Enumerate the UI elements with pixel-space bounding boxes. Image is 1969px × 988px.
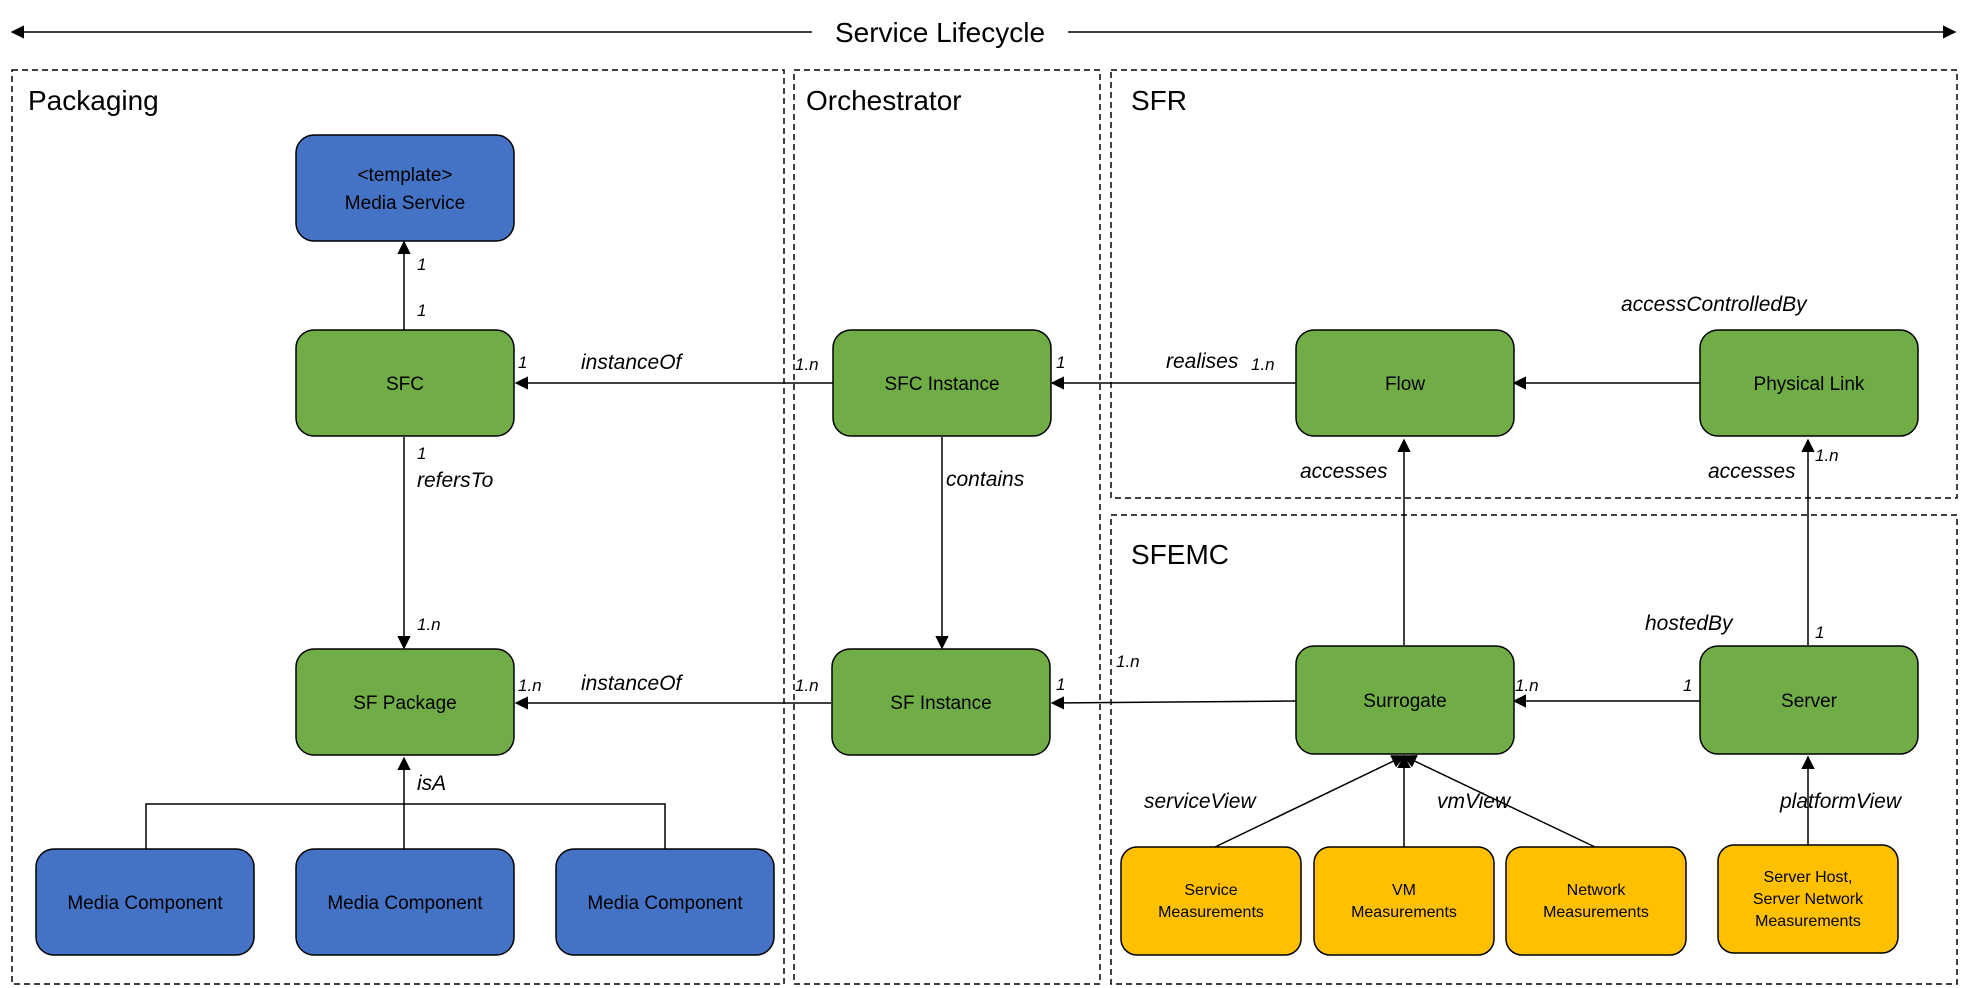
sfc-label: SFC: [386, 374, 424, 395]
node-media-component-2: Media Component: [295, 848, 515, 956]
media-component-3-label: Media Component: [587, 893, 743, 914]
label-access-controlled-by: accessControlledBy: [1621, 293, 1808, 316]
node-sfc: SFC: [295, 329, 515, 437]
node-sfc-instance: SFC Instance: [832, 329, 1052, 437]
node-server-measurements: Server Host, Server Network Measurements: [1717, 844, 1899, 954]
media-service-line1: <template>: [357, 165, 452, 186]
label-instance-of-2: instanceOf: [581, 672, 684, 695]
network-meas-line2: Measurements: [1543, 904, 1649, 921]
server-meas-line2: Server Network: [1753, 891, 1864, 908]
label-refers-to: refersTo: [417, 469, 494, 492]
label-contains: contains: [946, 468, 1025, 491]
mult-sfc-right: 1: [518, 353, 527, 372]
region-sfemc: [1110, 514, 1958, 985]
server-meas-line1: Server Host,: [1764, 869, 1853, 886]
vm-meas-line1: VM: [1392, 882, 1416, 899]
region-packaging: [11, 69, 785, 985]
label-hosted-by: hostedBy: [1645, 612, 1734, 635]
server-meas-line3: Measurements: [1755, 913, 1861, 930]
label-realises: realises: [1166, 350, 1239, 373]
node-vm-measurements: VM Measurements: [1313, 846, 1495, 956]
mult-ms-sfc-top: 1: [417, 255, 426, 274]
edge-surrogate-to-sfinst: [1050, 696, 1297, 710]
label-accesses-2: accesses: [1708, 460, 1796, 483]
node-media-service: <template> Media Service: [295, 134, 515, 242]
mult-server-left: 1: [1683, 676, 1692, 695]
mult-ms-sfc-bottom: 1: [417, 301, 426, 320]
edge-servicemeas-to-surrogate: [1214, 755, 1406, 848]
media-component-1-label: Media Component: [67, 893, 223, 914]
media-component-2-label: Media Component: [327, 893, 483, 914]
media-service-line2: Media Service: [345, 193, 465, 214]
node-service-measurements: Service Measurements: [1120, 846, 1302, 956]
surrogate-label: Surrogate: [1363, 691, 1446, 712]
mult-sfc-inst-left: 1.n: [795, 355, 819, 374]
label-service-view: serviceView: [1144, 790, 1257, 813]
edge-netmeas-to-surrogate: [1402, 755, 1596, 848]
node-physical-link: Physical Link: [1699, 329, 1919, 437]
mult-sfinst-right: 1: [1056, 675, 1065, 694]
mult-physlink-down: 1.n: [1815, 446, 1839, 465]
vm-meas-line2: Measurements: [1351, 904, 1457, 921]
server-label: Server: [1781, 691, 1838, 712]
mult-sfpkg-right: 1.n: [518, 676, 542, 695]
mult-flow-left: 1.n: [1251, 355, 1275, 374]
mult-sfpkg-top: 1.n: [417, 615, 441, 634]
label-platform-view: platformView: [1779, 790, 1903, 813]
node-media-component-3: Media Component: [555, 848, 775, 956]
label-vm-view: vmView: [1437, 790, 1512, 813]
mult-server-up: 1: [1815, 623, 1824, 642]
node-surrogate: Surrogate: [1295, 645, 1515, 755]
node-media-component-1: Media Component: [35, 848, 255, 956]
region-title-sfemc: SFEMC: [1131, 539, 1229, 570]
node-sf-instance: SF Instance: [831, 648, 1051, 756]
node-network-measurements: Network Measurements: [1505, 846, 1687, 956]
network-meas-line1: Network: [1567, 882, 1627, 899]
mult-sfc-inst-right: 1: [1056, 353, 1065, 372]
region-sfr: [1110, 69, 1958, 499]
node-flow: Flow: [1295, 329, 1515, 437]
region-title-orchestrator: Orchestrator: [806, 85, 962, 116]
sf-package-label: SF Package: [353, 693, 457, 714]
mult-surrogate-right: 1.n: [1515, 676, 1539, 695]
flow-label: Flow: [1385, 374, 1425, 395]
service-meas-line2: Measurements: [1158, 904, 1264, 921]
mult-sfc-down: 1: [417, 444, 426, 463]
label-is-a: isA: [417, 772, 446, 795]
physical-link-label: Physical Link: [1754, 374, 1865, 395]
region-orchestrator: [793, 69, 1101, 985]
node-sf-package: SF Package: [295, 648, 515, 756]
region-title-sfr: SFR: [1131, 85, 1187, 116]
service-meas-line1: Service: [1184, 882, 1237, 899]
label-instance-of-1: instanceOf: [581, 351, 684, 374]
mult-sfinst-left: 1.n: [795, 676, 819, 695]
node-server: Server: [1699, 645, 1919, 755]
sfc-instance-label: SFC Instance: [884, 374, 999, 395]
region-title-packaging: Packaging: [28, 85, 159, 116]
lifecycle-title: Service Lifecycle: [835, 17, 1045, 48]
mult-surrogate-left: 1.n: [1116, 652, 1140, 671]
edge-mediacomp-isa-bracket: [145, 803, 666, 849]
sf-instance-label: SF Instance: [890, 693, 991, 714]
label-accesses-1: accesses: [1300, 460, 1388, 483]
